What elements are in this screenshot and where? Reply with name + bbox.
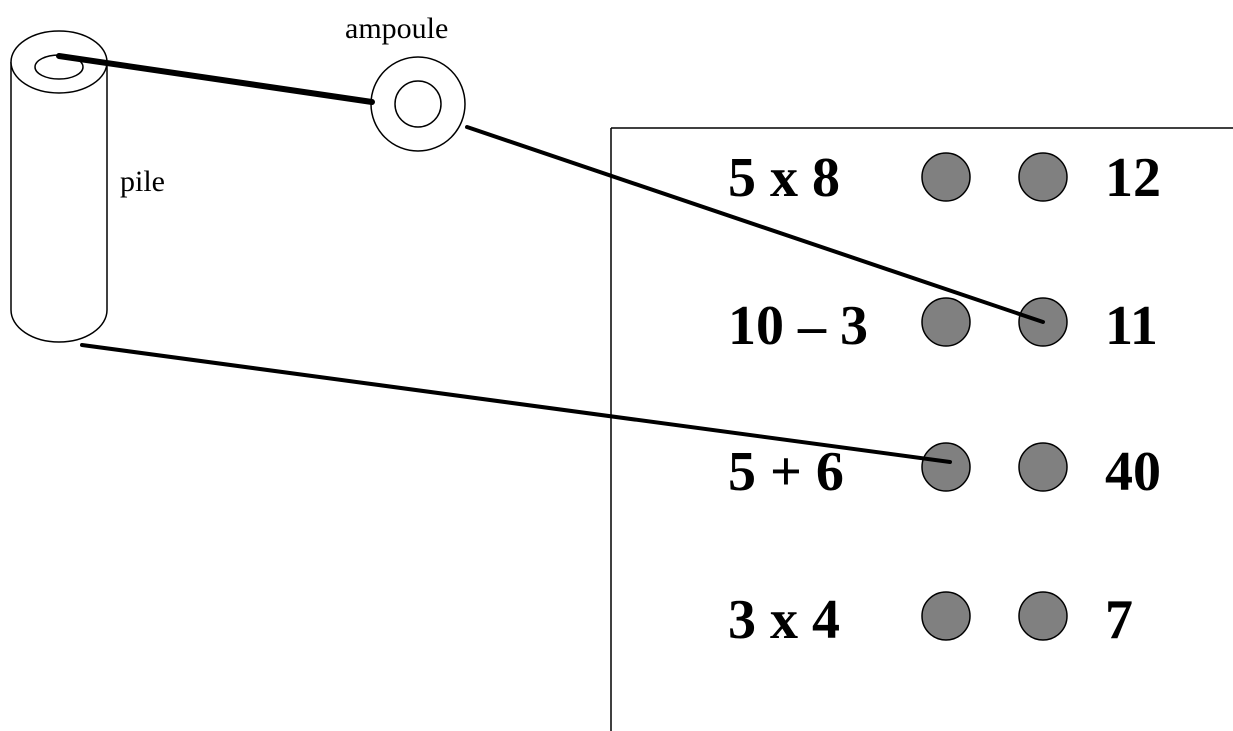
contact-left-2[interactable] [921,297,971,347]
contact-right-3[interactable] [1018,442,1068,492]
result-label-3: 40 [1105,441,1161,503]
result-label-1: 12 [1105,147,1161,209]
expression-label-2: 10 – 3 [728,295,868,357]
expression-label-4: 3 x 4 [728,589,840,651]
contact-left-4[interactable] [921,591,971,641]
contact-left-1[interactable] [921,152,971,202]
wire-bulb-to-contact[interactable] [465,125,1045,324]
result-label-2: 11 [1105,295,1158,357]
wire-battery-to-contact[interactable] [80,343,952,464]
expression-label-1: 5 x 8 [728,147,840,209]
battery-label: pile [120,165,165,198]
battery [10,30,108,343]
contact-left-3[interactable] [921,442,971,492]
bulb [370,56,466,152]
bulb-label: ampoule [345,12,448,45]
bulb-inner [394,80,442,128]
wire-battery-to-bulb [56,53,375,105]
battery-body [10,62,108,343]
expression-label-3: 5 + 6 [728,441,844,503]
contact-right-1[interactable] [1018,152,1068,202]
result-label-4: 7 [1105,589,1133,651]
contact-right-4[interactable] [1018,591,1068,641]
